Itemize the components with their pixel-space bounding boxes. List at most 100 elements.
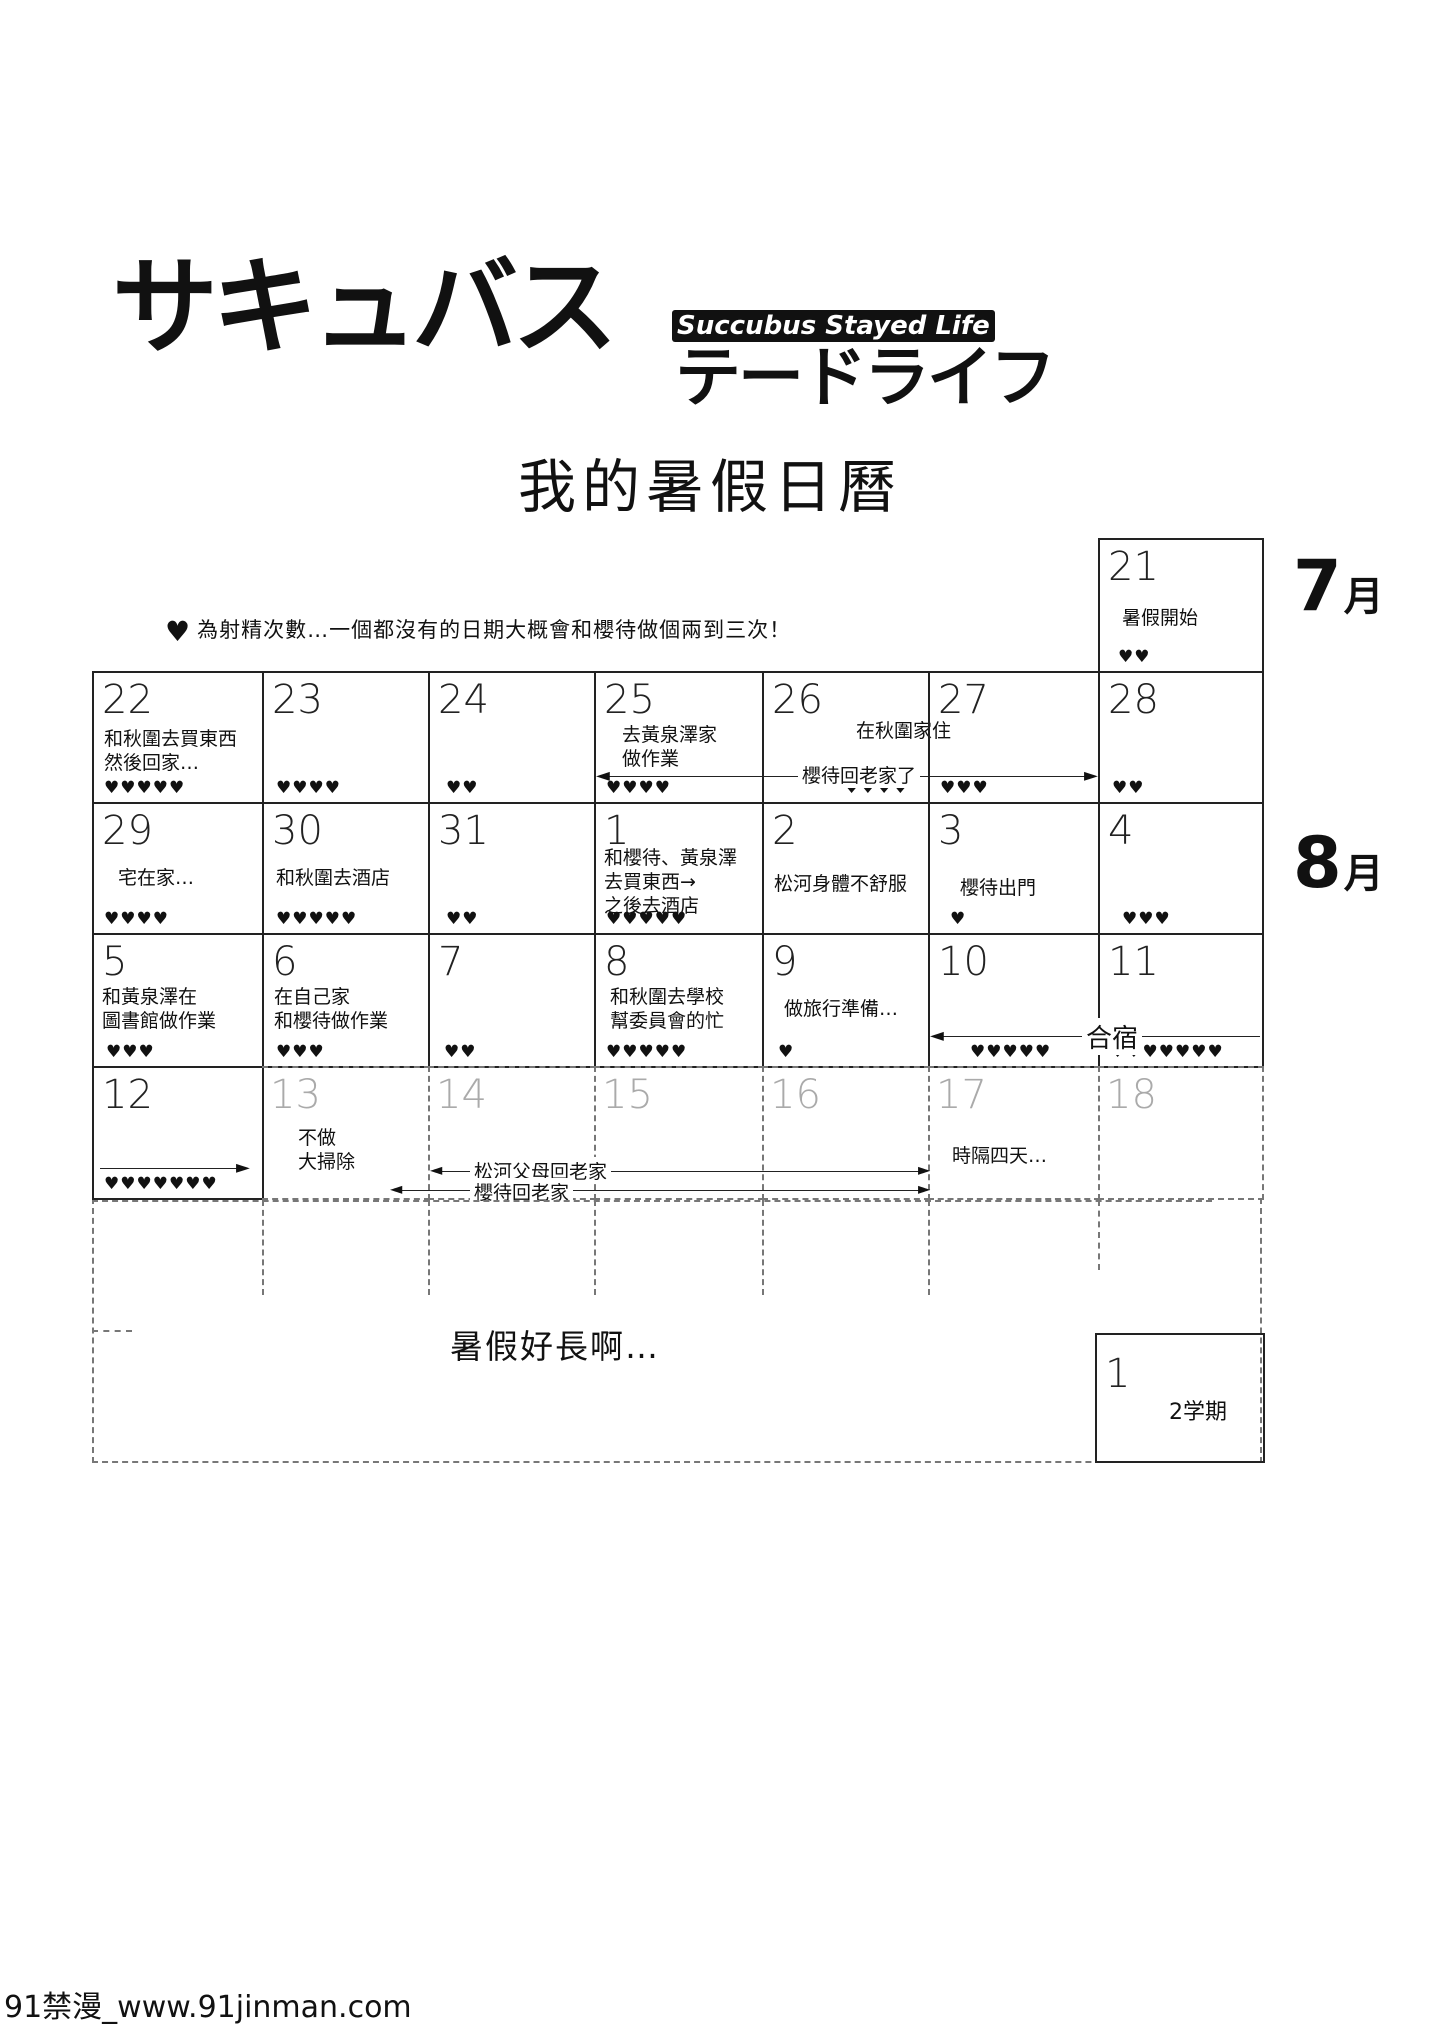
day-cell-aug-1: 1 和櫻待、黃泉澤 去買東西→ 之後去酒店 ♥♥♥♥♥ xyxy=(594,802,764,935)
day-note: 松河身體不舒服 xyxy=(774,873,908,895)
month-label-august: 8月 xyxy=(1293,822,1384,904)
day-number: 31 xyxy=(438,808,489,854)
week-arrow xyxy=(100,1168,242,1169)
day-number: 6 xyxy=(272,939,298,985)
sakura-home2-arrow xyxy=(396,1190,926,1191)
day-cell-aug-2: 2 松河身體不舒服 xyxy=(762,802,930,935)
day-cell-aug-5: 5 和黃泉澤在 圖書館做作業 ♥♥♥ xyxy=(92,933,264,1068)
camp-arrow-head: ◄ xyxy=(930,1025,944,1046)
arrow-left-head: ◄ xyxy=(430,1160,443,1179)
day-cell-24: 24 ♥♥ xyxy=(428,671,596,804)
day-number: 15 xyxy=(602,1072,653,1118)
day-note: 和黃泉澤在 圖書館做作業 xyxy=(102,986,217,1032)
day-cell-aug-9: 9 做旅行準備… ♥ xyxy=(762,933,930,1068)
day-note: 2学期 xyxy=(1169,1400,1227,1425)
day-number: 17 xyxy=(936,1072,987,1118)
dashed-column-line xyxy=(1098,1200,1100,1270)
day-number: 21 xyxy=(1108,544,1159,590)
day-number: 9 xyxy=(772,939,798,985)
day-number: 16 xyxy=(770,1072,821,1118)
day-hearts: ♥♥♥♥ xyxy=(276,778,341,798)
day-number: 5 xyxy=(102,939,128,985)
day-cell-aug-7: 7 ♥♥ xyxy=(428,933,596,1068)
month-label-july: 7月 xyxy=(1293,545,1384,627)
day-number: 11 xyxy=(1108,939,1159,985)
day-cell-aug-15: 15 xyxy=(594,1066,764,1200)
day-hearts: ♥♥♥ xyxy=(1122,909,1171,929)
day-number: 18 xyxy=(1106,1072,1157,1118)
day-hearts: ♥♥ xyxy=(444,1042,477,1062)
day-hearts: ♥♥ xyxy=(446,909,479,929)
heart-icon: ♥ xyxy=(165,614,192,648)
dashed-mark xyxy=(92,1330,132,1332)
day-number: 3 xyxy=(938,808,964,854)
day-cell-22: 22 和秋圍去買東西 然後回家… ♥♥♥♥♥ xyxy=(92,671,264,804)
day-hearts: ♥♥ xyxy=(1118,647,1151,667)
day-cell-21: 21 暑假開始 ♥♥ xyxy=(1098,538,1264,673)
day-number: 30 xyxy=(272,808,323,854)
day-number: 23 xyxy=(272,677,323,723)
parents-home-label: 松河父母回老家 xyxy=(470,1157,612,1184)
day-cell-30: 30 和秋圍去酒店 ♥♥♥♥♥ xyxy=(262,802,430,935)
day-note: 不做 大掃除 xyxy=(298,1127,356,1173)
day-number: 12 xyxy=(102,1072,153,1118)
day-note: 在自己家 和櫻待做作業 xyxy=(274,986,389,1032)
day-hearts: ♥♥♥♥♥ xyxy=(606,909,688,929)
day-number: 2 xyxy=(772,808,798,854)
month-august-number: 8 xyxy=(1293,822,1342,904)
dashed-column-line xyxy=(428,1200,430,1295)
day-number: 24 xyxy=(438,677,489,723)
day-hearts: ♥♥♥♥♥ xyxy=(104,778,186,798)
day-cell-aug-8: 8 和秋圍去學校 幫委員會的忙 ♥♥♥♥♥ xyxy=(594,933,764,1068)
day-number: 13 xyxy=(270,1072,321,1118)
day-number: 14 xyxy=(436,1072,487,1118)
day-cell-aug-17: 17 時隔四天… xyxy=(928,1066,1100,1200)
week-arrow-head: ► xyxy=(236,1157,250,1178)
arrow-left-head: ◄ xyxy=(390,1179,403,1198)
arrow-right-head: ► xyxy=(918,1160,931,1179)
legend: ♥為射精次數…一個都沒有的日期大概會和櫻待做個兩到三次！ xyxy=(165,614,791,648)
day-hearts: ♥♥ xyxy=(446,778,479,798)
day-hearts: ♥♥♥ xyxy=(940,778,989,798)
day-number: 4 xyxy=(1108,808,1134,854)
sakura-home-label: 櫻待回老家了 xyxy=(798,761,921,788)
day-hearts: ♥♥ xyxy=(1112,778,1145,798)
dashed-divider xyxy=(92,1200,1212,1202)
day-hearts: ♥♥♥ xyxy=(106,1042,155,1062)
day-cell-23: 23 ♥♥♥♥ xyxy=(262,671,430,804)
day-cell-25: 25 去黃泉澤家 做作業 ♥♥♥♥ xyxy=(594,671,764,804)
day-hearts: ♥♥♥ xyxy=(276,1042,325,1062)
day-note: 在秋圍家住 xyxy=(856,720,952,742)
day-number: 26 xyxy=(772,677,823,723)
month-july-number: 7 xyxy=(1293,545,1342,627)
day-number: 7 xyxy=(438,939,464,985)
day-note: 暑假開始 xyxy=(1122,607,1199,629)
day-note: 做旅行準備… xyxy=(784,998,899,1020)
calendar-lower-frame xyxy=(92,1198,1262,1463)
day-note: 去黃泉澤家 做作業 xyxy=(622,724,718,770)
dashed-column-line xyxy=(594,1200,596,1295)
day-note: 櫻待出門 xyxy=(960,877,1037,899)
day-hearts: ♥♥♥♥♥ xyxy=(606,1042,688,1062)
day-number: 29 xyxy=(102,808,153,854)
day-note: 和櫻待、黃泉澤 去買東西→ 之後去酒店 xyxy=(604,847,738,917)
arrow-right-head: ► xyxy=(918,1179,931,1198)
day-hearts: ♥♥♥♥ xyxy=(104,909,169,929)
day-number: 27 xyxy=(938,677,989,723)
camp-label: 合宿 xyxy=(1082,1018,1143,1055)
dashed-column-line xyxy=(928,1200,930,1295)
day-number: 8 xyxy=(604,939,630,985)
day-number: 1 xyxy=(1105,1351,1131,1397)
day-cell-27: 27 ♥♥♥ xyxy=(928,671,1100,804)
day-hearts: ♥ xyxy=(950,909,967,929)
legend-text: 為射精次數…一個都沒有的日期大概會和櫻待做個兩到三次！ xyxy=(197,618,792,642)
closing-text: 暑假好長啊… xyxy=(450,1327,660,1366)
day-cell-aug-12: 12 ♥♥♥♥♥♥♥ xyxy=(92,1066,264,1200)
dashed-column-line xyxy=(762,1200,764,1295)
day-cell-aug-6: 6 在自己家 和櫻待做作業 ♥♥♥ xyxy=(262,933,430,1068)
arrow-right-head: ► xyxy=(1084,765,1098,786)
day-cell-aug-13: 13 不做 大掃除 xyxy=(262,1066,430,1200)
logo-japanese-subtitle: テードライフ xyxy=(675,339,1056,416)
month-august-unit: 月 xyxy=(1343,851,1384,897)
day-note: 和秋圍去酒店 xyxy=(276,867,391,889)
